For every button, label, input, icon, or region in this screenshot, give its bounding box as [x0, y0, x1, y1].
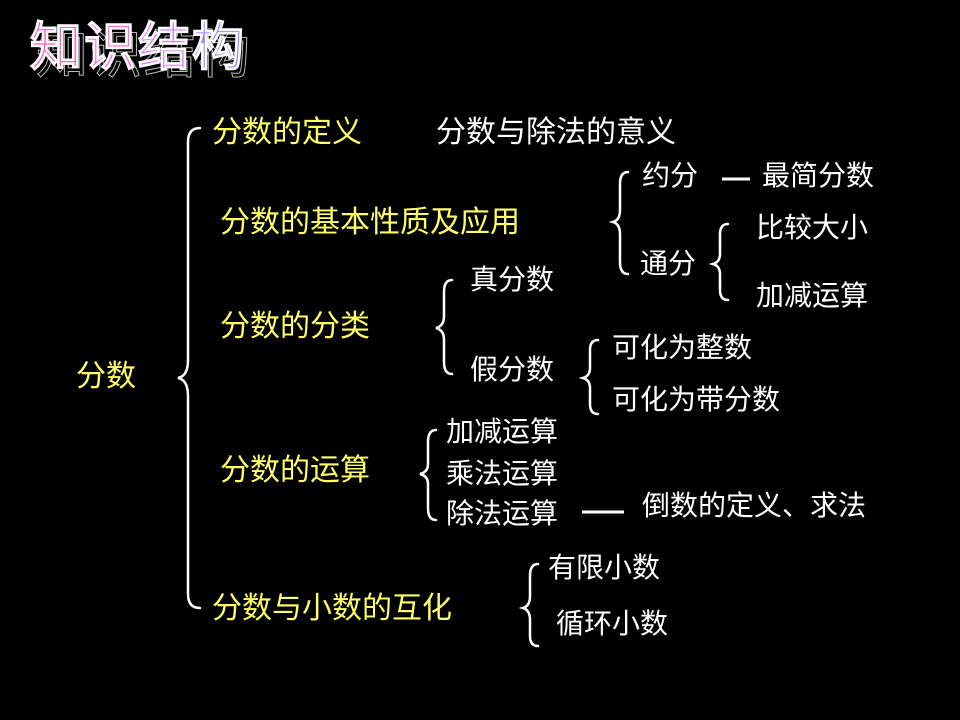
branch-definition: 分数的定义: [212, 115, 362, 150]
page-title: 知识结构 知识结构: [29, 18, 280, 92]
operation-item: 乘法运算: [446, 457, 559, 490]
operations-brace: [419, 428, 438, 522]
reduction-label: 约分: [642, 159, 699, 192]
conversion-item: 有限小数: [548, 551, 661, 584]
branch-classification: 分数的分类: [220, 309, 370, 344]
common-denominator-item: 加减运算: [756, 279, 869, 312]
page-title-shadow: 知识结构: [35, 26, 253, 86]
proper-fraction: 真分数: [470, 263, 555, 296]
page-title-text: 知识结构: [29, 18, 247, 78]
improper-brace: [578, 338, 600, 416]
branch-operations: 分数的运算: [220, 453, 370, 488]
division-note: 倒数的定义、求法: [642, 489, 867, 522]
root-label: 分数: [76, 359, 136, 394]
main-brace: [177, 126, 202, 610]
classification-brace: [435, 278, 454, 376]
conversion-item: 循环小数: [556, 607, 669, 640]
common-denominator-item: 比较大小: [756, 211, 869, 244]
conversion-brace: [518, 562, 540, 648]
operation-item: 除法运算: [446, 497, 559, 530]
definition-detail: 分数与除法的意义: [436, 115, 676, 150]
reduction-result: 最简分数: [762, 159, 875, 192]
branch-conversion: 分数与小数的互化: [212, 591, 452, 626]
branch-basic-property: 分数的基本性质及应用: [220, 205, 520, 240]
improper-item: 可化为带分数: [612, 383, 781, 416]
improper-fraction: 假分数: [470, 353, 555, 386]
tongfen-brace: [708, 222, 730, 302]
property-brace: [608, 170, 630, 276]
improper-item: 可化为整数: [612, 331, 753, 364]
operation-item: 加减运算: [446, 415, 559, 448]
common-denominator-label: 通分: [640, 247, 697, 280]
